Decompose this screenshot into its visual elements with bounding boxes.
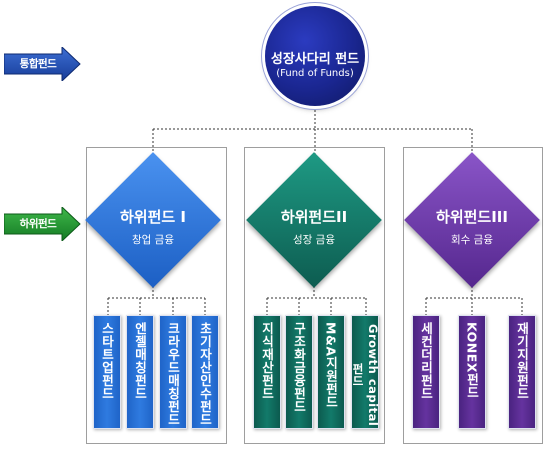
fund-box-mna-support: M&A지원펀드 [317,315,345,429]
sub-fund-panel-1 [86,147,227,444]
sub-fund-arrow: 하위펀드 [4,207,82,241]
fund-box-secondary: 세컨더리펀드 [412,315,440,429]
sub-fund-panel-3 [403,147,543,444]
fund-box-ip: 지식재산펀드 [253,315,281,429]
sub-fund-label: 하위펀드 [19,218,57,230]
fund-box-konex: KONEX펀드 [458,315,486,429]
sub-fund-2-title: 하위펀드II [280,208,348,226]
fund-box-angel-matching: 엔젤매칭펀드 [126,315,154,429]
fund-box-restart-support: 재기지원펀드 [508,315,536,429]
integrated-fund-arrow: 통합펀드 [4,47,82,81]
top-node-title: 성장사다리 펀드 [270,52,360,67]
sub-fund-1-subtitle: 창업 금융 [132,234,174,246]
sub-fund-1-title: 하위펀드 I [119,208,186,226]
fund-box-startup: 스타트업펀드 [93,315,121,429]
fund-box-early-asset: 초기자산인수펀드 [191,315,219,429]
fund-box-structured-finance: 구조화금융펀드 [285,315,313,429]
top-node-subtitle: (Fund of Funds) [276,68,354,79]
sub-fund-panel-2 [244,147,385,444]
sub-fund-3-subtitle: 회수 금융 [451,234,493,246]
sub-fund-2-subtitle: 성장 금융 [293,234,335,246]
growth-ladder-fund-node: 성장사다리 펀드 (Fund of Funds) [265,6,365,106]
sub-fund-3-node: 하위펀드III 회수 금융 [402,150,542,290]
sub-fund-1-node: 하위펀드 I 창업 금융 [83,150,223,290]
fund-box-growth-capital: Growth capital 펀드 [351,315,380,429]
sub-fund-2-node: 하위펀드II 성장 금융 [244,150,384,290]
fund-box-crowd-matching: 크라우드매칭펀드 [159,315,187,429]
integrated-fund-label: 통합펀드 [19,58,57,70]
sub-fund-3-title: 하위펀드III [436,208,508,226]
